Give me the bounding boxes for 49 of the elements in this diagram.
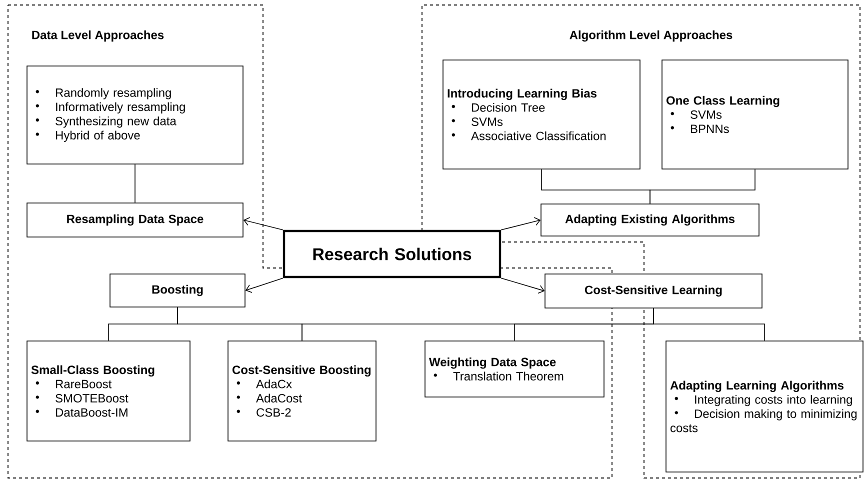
bullet-item: AdaCost xyxy=(236,394,302,402)
box-heading: Weighting Data Space xyxy=(429,358,556,369)
list-box xyxy=(424,340,604,398)
connector-line xyxy=(650,169,756,204)
list-box xyxy=(442,60,640,170)
bullet-item: Randomly resampling xyxy=(36,88,171,100)
box-title: Research Solutions xyxy=(313,248,472,260)
box-heading: Adapting Learning Algorithms xyxy=(670,380,844,392)
list-box xyxy=(26,66,244,164)
bullet-item: Translation Theorem xyxy=(434,372,564,380)
list-box xyxy=(662,60,848,170)
bullet-item: AdaCx xyxy=(236,380,292,388)
process-box xyxy=(110,274,246,308)
bullet-item: DataBoost-IM xyxy=(36,408,128,417)
list-box xyxy=(26,340,190,442)
region-heading: Data Level Approaches xyxy=(32,30,164,42)
box-heading: Cost-Sensitive Boosting xyxy=(232,365,371,377)
bullet-item: SMOTEBoost xyxy=(36,394,128,402)
bullet-item: SVMs xyxy=(452,118,503,126)
box-heading: One Class Learning xyxy=(666,96,780,108)
box-heading: Small-Class Boosting xyxy=(31,365,154,377)
bullet-item: Hybrid of above xyxy=(36,130,140,142)
connector-line xyxy=(134,164,136,203)
process-box xyxy=(540,204,760,236)
bullet-item: Decision making to minimizing costs xyxy=(670,409,857,432)
bullet-item: Synthesizing new data xyxy=(36,116,176,128)
box-title: Adapting Existing Algorithms xyxy=(565,214,735,226)
bullet-item: SVMs xyxy=(670,110,722,119)
box-heading: Introducing Learning Bias xyxy=(448,88,597,100)
process-box xyxy=(26,202,244,238)
bullet-item: Associative Classification xyxy=(452,131,606,140)
box-title: Resampling Data Space xyxy=(67,214,204,226)
list-box xyxy=(666,340,864,472)
bullet-item: Informatively resampling xyxy=(36,102,185,114)
root-box xyxy=(282,230,502,278)
box-title: Boosting xyxy=(152,284,203,296)
bullet-item: Decision Tree xyxy=(452,103,545,112)
arrow xyxy=(500,217,541,230)
list-box xyxy=(228,340,376,442)
bullet-item: RareBoost xyxy=(36,380,112,388)
box-title: Cost-Sensitive Learning xyxy=(584,285,722,297)
region-heading: Algorithm Level Approaches xyxy=(570,30,732,42)
connector-line xyxy=(653,308,765,341)
arrow xyxy=(500,278,545,294)
arrow xyxy=(243,217,284,230)
bullet-item: Integrating costs into learning xyxy=(674,395,852,406)
bullet-item: BPNNs xyxy=(670,124,729,134)
bullet-item: CSB-2 xyxy=(236,408,291,417)
arrow xyxy=(245,278,284,293)
